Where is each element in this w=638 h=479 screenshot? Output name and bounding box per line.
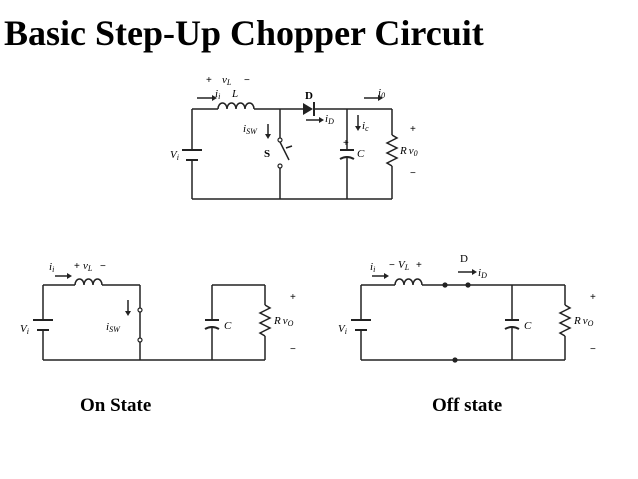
diode-symbol — [303, 103, 313, 115]
id-label: iD — [325, 113, 334, 126]
id-label: iD — [478, 267, 487, 280]
switch-label: S — [264, 148, 270, 160]
vl-label: VL — [398, 259, 410, 272]
ic-label: ic — [362, 120, 369, 133]
vl-plus: + — [206, 75, 212, 86]
ii-label: ii — [215, 88, 220, 101]
caption-on-state: On State — [80, 395, 152, 416]
resistor-zigzag — [385, 134, 399, 167]
ii-label: ii — [49, 261, 54, 274]
io-label: i0 — [378, 87, 385, 100]
vl-plus: + — [416, 260, 422, 271]
vo-plus: + — [590, 292, 596, 303]
vl-label: vL — [222, 74, 232, 87]
vl-minus: − — [389, 260, 395, 271]
vo-plus: + — [410, 124, 416, 135]
junction-dot — [465, 282, 471, 288]
capacitor-label: C — [524, 320, 532, 332]
inductor-label: L — [231, 88, 238, 100]
vo-minus: − — [590, 344, 596, 355]
inductor-coil — [217, 102, 255, 110]
inductor-coil — [394, 278, 423, 286]
ii-label: ii — [370, 261, 375, 274]
vl-label: vL — [83, 260, 93, 273]
switch-blade — [279, 141, 290, 161]
cap-plus: + — [343, 138, 349, 149]
isw-label: iSW — [243, 123, 258, 136]
capacitor-label: C — [357, 148, 365, 160]
vo-plus: + — [290, 292, 296, 303]
vl-minus: − — [100, 261, 106, 272]
resistor-zigzag — [258, 304, 272, 337]
junction-dot — [452, 357, 458, 363]
diode-label: D — [460, 253, 468, 265]
vo-minus: − — [410, 168, 416, 179]
vi-label: Vi — [170, 149, 179, 162]
vl-plus: + — [74, 261, 80, 272]
vi-label: Vi — [20, 323, 29, 336]
caption-off-state: Off state — [432, 395, 503, 416]
vl-minus: − — [244, 75, 250, 86]
vi-label: Vi — [338, 323, 347, 336]
diode-label: D — [305, 90, 313, 102]
page-title: Basic Step-Up Chopper Circuit — [4, 13, 484, 53]
capacitor-label: C — [224, 320, 232, 332]
inductor-coil — [74, 278, 103, 286]
junction-dot — [442, 282, 448, 288]
vo-minus: − — [290, 344, 296, 355]
resistor-zigzag — [558, 304, 572, 337]
isw-label: iSW — [106, 321, 121, 334]
